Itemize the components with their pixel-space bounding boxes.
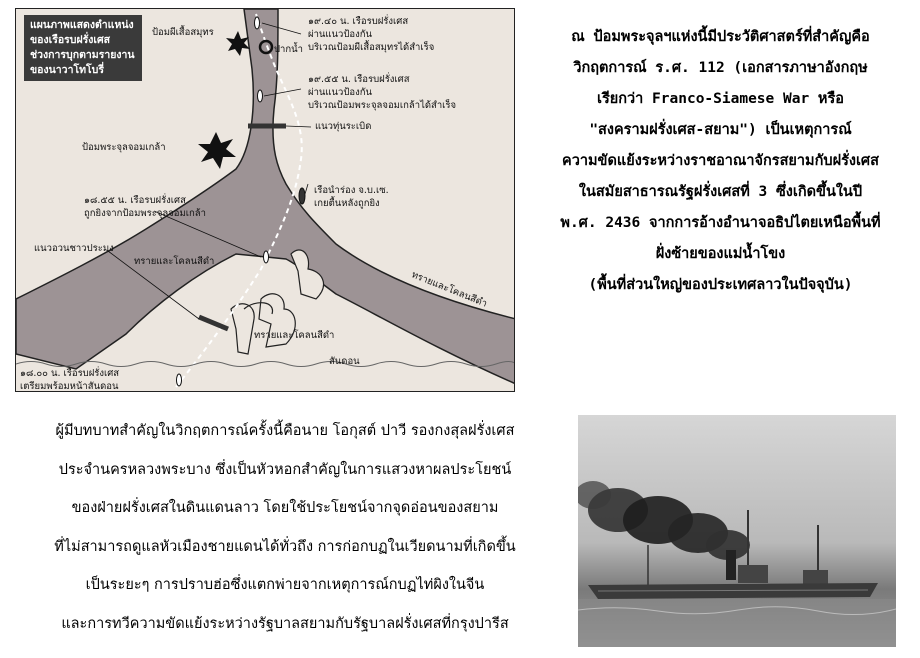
ship-marker-1855 [263,250,269,264]
ship-route [175,13,303,388]
label-mine-line: แนวทุ่นระเบิด [315,121,372,132]
label-fort-phra-chun: ป้อมพระจุลจอมเกล้า [82,142,166,153]
legend-line: แผนภาพแสดงตำแหน่ง [30,19,134,31]
label-jb-say: เรือนำร่อง จ.บ.เซ. เกยตื้นหลังถูกยิง [314,185,389,209]
legend-line: ของเรือรบฝรั่งเศส [30,34,111,46]
warship-photo [578,415,896,647]
legend-line: ช่วงการบุกตามรายงาน [30,49,135,61]
ship-marker-1940 [254,16,260,30]
text-line: เรียกว่า Franco-Siamese War หรือ [597,91,844,107]
label-fort-suea-samut: ป้อมผีเสื้อสมุทร [152,27,214,38]
sandbar-1 [230,303,255,355]
label-sand-mud-1: ทรายและโคลนสีดำ [134,256,215,267]
text-line: วิกฤตการณ์ ร.ศ. 112 (เอกสารภาษาอังกฤษ [573,60,868,76]
ship-jb-say [298,187,306,205]
sandbar-3 [290,249,325,300]
text-line: ที่ไม่สามารถดูแลหัวเมืองชายแดนได้ทั่วถึง… [54,538,516,555]
battle-map: แผนภาพแสดงตำแหน่ง ของเรือรบฝรั่งเศส ช่วง… [15,8,515,392]
label-paknam: ปากน้ำ [274,44,303,55]
label-san-don: สันดอน [329,356,360,367]
ship-marker-1955 [257,89,263,103]
text-line: ณ ป้อมพระจุลฯแห่งนี้มีประวัติศาสตร์ที่สำ… [571,29,870,45]
label-fishing-net: แนวอวนชาวประมง [34,243,114,254]
map-drawing [16,9,514,388]
text-line: ฝั่งซ้ายของแม่น้ำโขง [655,246,786,262]
text-line: ประจำนครหลวงพระบาง ซึ่งเป็นหัวหอกสำคัญใน… [58,461,512,478]
shoal-line [16,361,514,367]
text-line: "สงครามฝรั่งเศส-สยาม") เป็นเหตุการณ์ [589,122,852,138]
label-event-1955: ๑๙.๕๕ น. เรือรบฝรั่งเศส ผ่านแนวป้องกัน บ… [308,74,457,111]
text-line: (พื้นที่ส่วนใหญ่ของประเทศลาวในปัจจุบัน) [588,277,853,293]
text-line: ผู้มีบทบาทสำคัญในวิกฤตการณ์ครั้งนี้คือนา… [55,423,515,439]
legend-line: ของนาวาโทโบรี่ [30,64,104,76]
fort-suea-samut-star [226,31,250,56]
history-paragraph: ผู้มีบทบาทสำคัญในวิกฤตการณ์ครั้งนี้คือนา… [5,412,565,643]
map-legend-box: แผนภาพแสดงตำแหน่ง ของเรือรบฝรั่งเศส ช่วง… [24,15,142,81]
river-channel [16,9,514,384]
text-line: พ.ศ. 2436 จากการอ้างอำนาจอธิปไตยเหนือพื้… [560,215,881,231]
ship-marker-1800 [176,373,182,387]
sandbar-4 [243,302,274,315]
text-line: ในสมัยสาธารณรัฐฝรั่งเศสที่ 3 ซึ่งเกิดขึ้… [578,184,863,200]
label-event-1855: ๑๘.๕๕ น. เรือรบฝรั่งเศส ถูกยิงจากป้อมพระ… [84,195,206,219]
paknam-marker [258,39,274,55]
text-line: ความขัดแย้งระหว่างราชอาณาจักรสยามกับฝรั่… [562,153,879,169]
label-event-1940: ๑๙.๔๐ น. เรือรบฝรั่งเศส ผ่านแนวป้องกัน บ… [308,16,435,53]
fishing-net-line [198,314,229,332]
warship-drawing [578,481,896,647]
text-line: เป็นระยะๆ การปราบฮ่อซึ่งแตกพ่ายจากเหตุกา… [85,577,485,593]
sandbar-2 [258,293,296,348]
text-line: และการทวีความขัดแย้งระหว่างรัฐบาลสยามกับ… [61,615,509,632]
label-event-1800: ๑๘.๐๐ น. เรือรบฝรั่งเศส เตรียมพร้อมหน้าส… [20,368,120,392]
label-sand-mud-3: ทรายและโคลนสีดำ [254,330,335,341]
fort-phra-chun-star [198,132,236,169]
intro-paragraph: ณ ป้อมพระจุลฯแห่งนี้มีประวัติศาสตร์ที่สำ… [528,22,913,301]
text-line: ของฝ่ายฝรั่งเศสในดินแดนลาว โดยใช้ประโยชน… [71,500,499,516]
